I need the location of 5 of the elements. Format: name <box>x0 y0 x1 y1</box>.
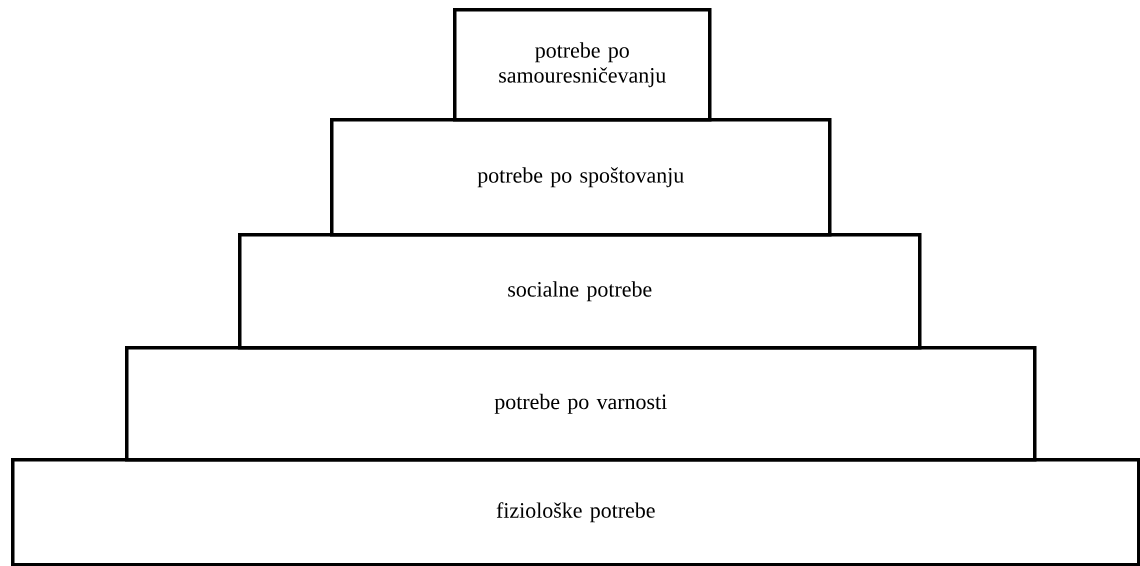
pyramid-level: potrebe po samouresničevanju <box>453 8 712 122</box>
pyramid-level: fiziološke potrebe <box>11 458 1140 566</box>
pyramid-level: potrebe po varnosti <box>125 346 1037 462</box>
pyramid-level: socialne potrebe <box>238 233 922 350</box>
pyramid-level: potrebe po spoštovanju <box>330 118 832 237</box>
